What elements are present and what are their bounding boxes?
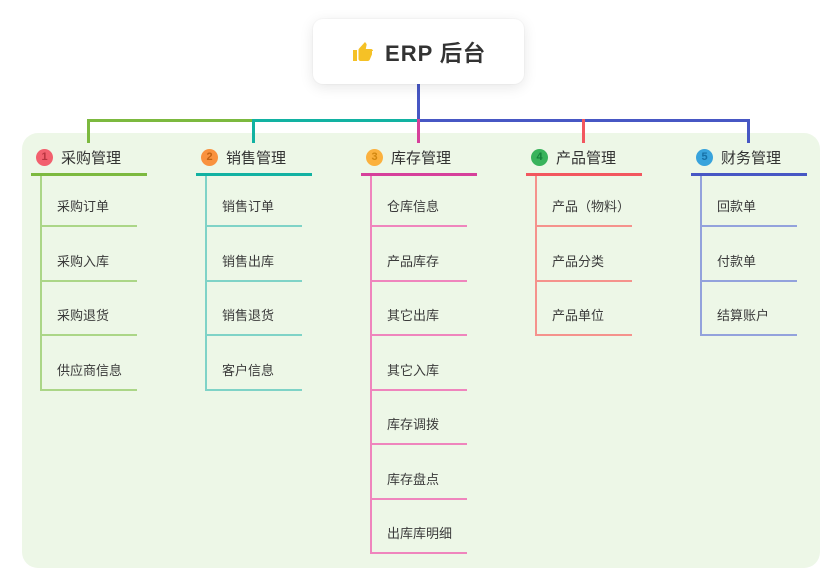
branch-purchase-header[interactable]: 1 采购管理	[31, 142, 147, 176]
drop-connector-1	[87, 119, 90, 143]
branch-finance: 5 财务管理 回款单 付款单 结算账户	[691, 142, 807, 336]
branches-background-panel	[22, 133, 820, 568]
branch-label: 销售管理	[226, 150, 287, 167]
branch-product-children: 产品（物料） 产品分类 产品单位	[535, 176, 632, 336]
child-node-label: 产品（物料）	[552, 199, 631, 214]
child-node[interactable]: 产品库存	[372, 227, 467, 282]
branch-sales-children: 销售订单 销售出库 销售退货 客户信息	[205, 176, 302, 391]
drop-connector-2	[252, 119, 255, 143]
child-node-label: 产品单位	[552, 308, 605, 323]
child-node-label: 销售订单	[222, 199, 275, 214]
child-node-label: 采购订单	[57, 199, 110, 214]
child-node-label: 销售退货	[222, 308, 275, 323]
branch-label: 库存管理	[391, 150, 452, 167]
child-node-label: 产品分类	[552, 253, 605, 269]
child-node[interactable]: 出库库明细	[372, 500, 467, 554]
branch-inventory-header[interactable]: 3 库存管理	[361, 142, 477, 176]
child-node-label: 付款单	[717, 253, 757, 269]
child-node[interactable]: 产品（物料）	[537, 176, 632, 227]
branch-finance-children: 回款单 付款单 结算账户	[700, 176, 797, 336]
branch-purchase-children: 采购订单 采购入库 采购退货 供应商信息	[40, 176, 137, 391]
child-node[interactable]: 销售订单	[207, 176, 302, 227]
child-node[interactable]: 库存盘点	[372, 445, 467, 500]
child-node-label: 其它出库	[387, 308, 440, 323]
child-node[interactable]: 产品分类	[537, 227, 632, 282]
root-stem-connector	[417, 84, 420, 121]
root-node[interactable]: ERP 后台	[313, 19, 524, 84]
child-node-label: 仓库信息	[387, 199, 440, 214]
child-node-label: 产品库存	[387, 253, 440, 269]
drop-connector-4	[582, 119, 585, 143]
branch-purchase: 1 采购管理 采购订单 采购入库 采购退货 供应商信息	[31, 142, 147, 391]
child-node[interactable]: 客户信息	[207, 336, 302, 391]
child-node[interactable]: 销售出库	[207, 227, 302, 282]
drop-connector-5	[747, 119, 750, 143]
child-node-label: 其它入库	[387, 362, 440, 378]
branch-finance-header[interactable]: 5 财务管理	[691, 142, 807, 176]
child-node-label: 出库库明细	[387, 526, 453, 541]
child-node[interactable]: 其它入库	[372, 336, 467, 391]
branch-label: 财务管理	[721, 150, 782, 167]
branch-inventory: 3 库存管理 仓库信息 产品库存 其它出库 其它入库 库存调拨 库存盘点 出库库…	[361, 142, 477, 554]
thumbs-up-icon	[353, 41, 374, 61]
branch-number-badge: 2	[201, 149, 218, 166]
branch-product-header[interactable]: 4 产品管理	[526, 142, 642, 176]
branch-number-badge: 4	[531, 149, 548, 166]
child-node-label: 库存盘点	[387, 471, 440, 487]
branch-label: 采购管理	[61, 150, 122, 167]
child-node-label: 采购退货	[57, 308, 110, 323]
branch-number-badge: 5	[696, 149, 713, 166]
branch-number-badge: 3	[366, 149, 383, 166]
branch-number-badge: 1	[36, 149, 53, 166]
branch-label: 产品管理	[556, 150, 617, 167]
child-node[interactable]: 结算账户	[702, 282, 797, 336]
child-node-label: 采购入库	[57, 253, 110, 269]
child-node[interactable]: 库存调拨	[372, 391, 467, 445]
child-node[interactable]: 其它出库	[372, 282, 467, 336]
child-node-label: 结算账户	[717, 308, 770, 323]
child-node[interactable]: 仓库信息	[372, 176, 467, 227]
child-node[interactable]: 供应商信息	[42, 336, 137, 391]
child-node[interactable]: 采购入库	[42, 227, 137, 282]
child-node[interactable]: 产品单位	[537, 282, 632, 336]
branch-sales-header[interactable]: 2 销售管理	[196, 142, 312, 176]
child-node-label: 回款单	[717, 199, 757, 214]
child-node-label: 库存调拨	[387, 417, 440, 432]
child-node-label: 客户信息	[222, 362, 275, 378]
child-node[interactable]: 回款单	[702, 176, 797, 227]
child-node[interactable]: 采购退货	[42, 282, 137, 336]
child-node-label: 供应商信息	[57, 362, 123, 378]
bus-connector-middle	[253, 119, 419, 122]
bus-connector-left	[87, 119, 254, 122]
drop-connector-3	[417, 119, 420, 143]
child-node[interactable]: 采购订单	[42, 176, 137, 227]
child-node[interactable]: 付款单	[702, 227, 797, 282]
branch-product: 4 产品管理 产品（物料） 产品分类 产品单位	[526, 142, 642, 336]
child-node-label: 销售出库	[222, 253, 275, 269]
branch-inventory-children: 仓库信息 产品库存 其它出库 其它入库 库存调拨 库存盘点 出库库明细	[370, 176, 467, 554]
child-node[interactable]: 销售退货	[207, 282, 302, 336]
root-node-label: ERP 后台	[385, 40, 486, 66]
branch-sales: 2 销售管理 销售订单 销售出库 销售退货 客户信息	[196, 142, 312, 391]
